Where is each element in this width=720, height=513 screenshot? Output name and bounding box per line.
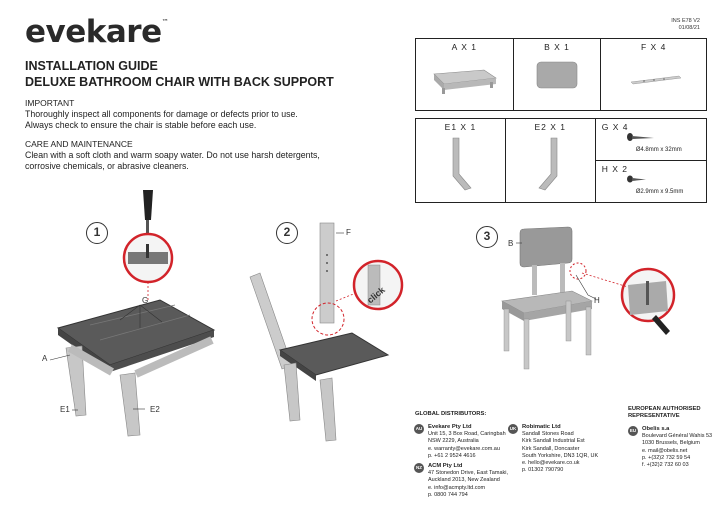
connector-rod-illustration — [630, 75, 682, 85]
title-line-1: INSTALLATION GUIDE — [25, 59, 158, 73]
distributor-uk-name: Robimatic Ltd — [522, 424, 561, 430]
document-code-date: 01/08/21 — [678, 25, 700, 31]
distributor-uk-line-1: Sandall Stones Road — [522, 431, 574, 438]
distributor-eu-line-1: Boulevard Général Wahis 53 — [642, 433, 713, 440]
distributor-uk-line-2: Kirk Sandall Industrial Est — [522, 438, 585, 445]
distributor-au-phone: p. +61 2 9524 4616 — [428, 452, 476, 459]
trademark-symbol: ™ — [161, 18, 169, 26]
part-cell-f: F X 4 — [600, 38, 707, 111]
step-3-label-h: H — [594, 296, 600, 305]
au-flag-icon: AU — [414, 424, 424, 434]
distributor-au-email: e. warranty@evekare.com.au — [428, 445, 500, 452]
part-cell-b: B X 1 — [512, 38, 602, 111]
distributor-uk-line-3: Kirk Sandall, Doncaster — [522, 445, 580, 452]
eu-heading-line-1: EUROPEAN AUTHORISED — [628, 406, 701, 412]
step-3-illustration — [501, 226, 676, 370]
distributor-nz: NZ ACM Pty Ltd 47 Stonedon Drive, East T… — [414, 463, 508, 499]
part-cell-h: H X 2 Ø2.9mm x 9.5mm — [594, 160, 708, 203]
seat-illustration — [433, 69, 498, 94]
care-text: Clean with a soft cloth and warm soapy w… — [25, 150, 320, 171]
step-1-number: 1 — [86, 222, 108, 244]
parts-table-bottom: E1 X 1 E2 X 1 G X 4 Ø4.8mm x 32mm H X 2 — [415, 118, 708, 203]
title-line-2: DELUXE BATHROOM CHAIR WITH BACK SUPPORT — [25, 75, 334, 89]
part-e2-label: E2 X 1 — [534, 122, 567, 132]
distributor-eu-fax: f. +(32)2 732 60 03 — [642, 462, 689, 469]
step-2-number: 2 — [276, 222, 298, 244]
distributor-au-name: Evekare Pty Ltd — [428, 424, 472, 430]
important-text: Thoroughly inspect all components for da… — [25, 109, 298, 130]
backrest-illustration — [536, 61, 578, 89]
part-cell-g: G X 4 Ø4.8mm x 32mm — [594, 118, 708, 161]
screw-h-size: Ø2.9mm x 9.5mm — [635, 189, 684, 195]
part-e1-label: E1 X 1 — [444, 122, 477, 132]
distributor-nz-line-2: Auckland 2013, New Zealand — [428, 477, 500, 484]
part-cell-e1: E1 X 1 — [415, 118, 506, 203]
important-heading: IMPORTANT — [25, 98, 75, 108]
distributor-uk-phone: p. 01302 790790 — [522, 467, 564, 474]
distributor-eu-name: Obelis s.a — [642, 426, 670, 432]
eu-flag-icon: EU — [628, 426, 638, 436]
leg-e2-illustration — [538, 137, 558, 191]
distributor-uk: UK Robimatic Ltd Sandall Stones Road Kir… — [508, 424, 599, 474]
distributor-au-line-1: Unit 15, 3 Box Road, Caringbah — [428, 431, 506, 438]
distributor-uk-line-4: South Yorkshire, DN3 1QR, UK — [522, 452, 599, 459]
distributor-nz-phone: p. 0800 744 794 — [428, 491, 468, 498]
distributor-eu-line-2: 1030 Brussels, Belgium — [642, 440, 700, 447]
step-2-illustration — [249, 222, 404, 442]
distributor-eu: EU Obelis s.a Boulevard Général Wahis 53… — [628, 426, 713, 469]
part-cell-a: A X 1 — [415, 38, 514, 111]
step-1-label-e1: E1 — [60, 405, 70, 414]
screw-g-illustration — [626, 133, 654, 141]
document-code: INS E78 V2 01/08/21 — [671, 18, 700, 32]
step-1-label-g: G — [142, 296, 149, 305]
distributor-eu-email: e. mail@obelis.net — [642, 447, 688, 454]
parts-table-top: A X 1 B X 1 F X 4 — [415, 38, 707, 111]
care-heading: CARE AND MAINTENANCE — [25, 139, 133, 149]
step-2-label-f: F — [346, 228, 351, 237]
part-b-label: B X 1 — [544, 42, 570, 52]
part-h-label: H X 2 — [601, 164, 628, 174]
step-1-illustration — [49, 190, 216, 437]
leg-e1-illustration — [453, 137, 472, 191]
part-f-label: F X 4 — [640, 42, 667, 52]
step-3-number: 3 — [476, 226, 498, 248]
screw-g-size: Ø4.8mm x 32mm — [635, 147, 682, 153]
distributor-nz-email: e. info@acmpty.ltd.com — [428, 484, 486, 491]
brand-logo: evekare™ — [25, 14, 169, 50]
uk-flag-icon: UK — [508, 424, 518, 434]
step-1-label-a: A — [42, 354, 48, 363]
part-cell-e2: E2 X 1 — [504, 118, 596, 203]
eu-representative-heading: EUROPEAN AUTHORISED REPRESENTATIVE — [628, 406, 701, 420]
screw-h-illustration — [626, 175, 646, 183]
global-distributors-heading: GLOBAL DISTRIBUTORS: — [415, 411, 487, 417]
distributor-au: AU Evekare Pty Ltd Unit 15, 3 Box Road, … — [414, 424, 506, 460]
step-1-label-e2: E2 — [150, 405, 160, 414]
page-title: INSTALLATION GUIDE DELUXE BATHROOM CHAIR… — [25, 58, 334, 90]
document-code-number: INS E78 V2 — [671, 18, 700, 24]
brand-logo-text: evekare — [25, 14, 162, 50]
distributor-uk-email: e. hello@evekare.co.uk — [522, 460, 580, 467]
distributor-nz-line-1: 47 Stonedon Drive, East Tamaki, — [428, 470, 508, 477]
part-a-label: A X 1 — [451, 42, 477, 52]
step-3-label-b: B — [508, 239, 514, 248]
distributor-au-line-2: NSW 2229, Australia — [428, 438, 479, 445]
distributor-eu-phone: p. +(32)2 732 59 54 — [642, 454, 691, 461]
eu-heading-line-2: REPRESENTATIVE — [628, 413, 680, 419]
part-g-label: G X 4 — [601, 122, 629, 132]
distributor-nz-name: ACM Pty Ltd — [428, 463, 463, 469]
nz-flag-icon: NZ — [414, 463, 424, 473]
